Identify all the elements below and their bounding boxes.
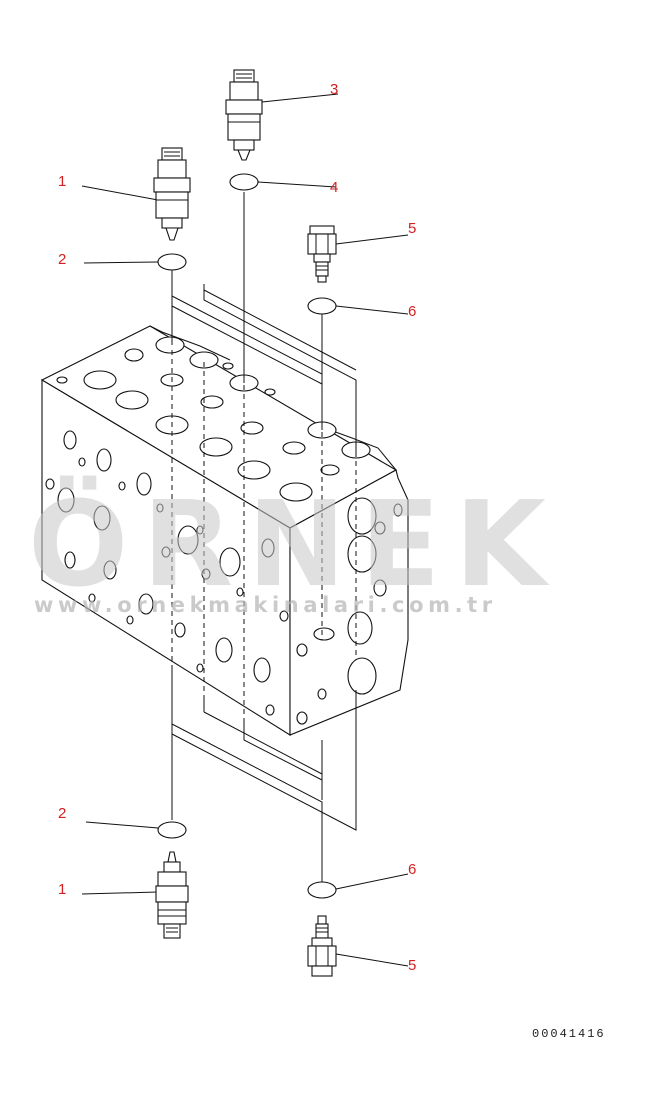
o-ring-part-6-top xyxy=(307,297,337,315)
callout-labels: 1 2 3 4 5 6 2 1 6 5 xyxy=(58,81,416,974)
right-face-ports xyxy=(296,497,403,725)
o-ring-part-2-bottom xyxy=(157,821,187,839)
callout-6-bottom: 6 xyxy=(408,861,416,878)
callout-5-bottom: 5 xyxy=(408,957,416,974)
relief-valve-part-3 xyxy=(225,69,263,161)
watermark-brand: ÖRNEK xyxy=(28,475,560,613)
watermark: ÖRNEK www.ornekmakinalari.com.tr xyxy=(28,475,560,617)
callout-3: 3 xyxy=(330,81,338,98)
callout-6-top: 6 xyxy=(408,303,416,320)
callout-2-bottom: 2 xyxy=(58,805,66,822)
callout-4: 4 xyxy=(330,179,338,196)
callout-1-top: 1 xyxy=(58,173,66,190)
assembly-lines xyxy=(81,93,409,967)
o-ring-part-6-bottom xyxy=(307,881,337,899)
valve-block xyxy=(40,325,409,736)
o-ring-part-2-top xyxy=(157,253,187,271)
watermark-url: www.ornekmakinalari.com.tr xyxy=(34,593,497,617)
callout-5-top: 5 xyxy=(408,220,416,237)
callout-2-top: 2 xyxy=(58,251,66,268)
callout-1-bottom: 1 xyxy=(58,881,66,898)
o-ring-part-4 xyxy=(229,173,259,191)
left-face-ports xyxy=(45,430,289,716)
relief-valve-part-1-top xyxy=(153,147,191,241)
relief-valve-part-1-bottom xyxy=(155,851,189,939)
drawing-code: 00041416 xyxy=(532,1027,606,1041)
plug-part-5-bottom xyxy=(307,915,337,977)
top-ports xyxy=(56,336,371,502)
plug-part-5-top xyxy=(307,225,337,283)
